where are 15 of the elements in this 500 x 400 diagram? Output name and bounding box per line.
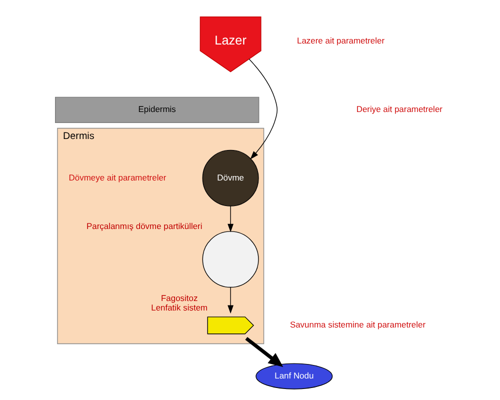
arrow: [228, 286, 234, 314]
label: Lazere ait parametreler: [297, 36, 385, 46]
node-box: Epidermis: [55, 96, 260, 123]
node-label: Fagositoz: [160, 293, 198, 304]
arrow: [245, 336, 284, 368]
arrow: [228, 206, 234, 232]
label: Deriye ait parametreler: [356, 104, 442, 114]
node-circle: [202, 231, 259, 288]
node-label: Lenfatik sistem: [151, 302, 208, 312]
label: Savunma sistemine ait parametreler: [290, 320, 426, 330]
node-ellipse: Lanf Nodu: [256, 363, 333, 390]
label: Dövmeye ait parametreler: [68, 172, 166, 182]
node-label: Parçalanmış dövme partikülleri: [86, 221, 202, 232]
arrow: [248, 58, 278, 160]
node-pentagon: [207, 316, 254, 334]
